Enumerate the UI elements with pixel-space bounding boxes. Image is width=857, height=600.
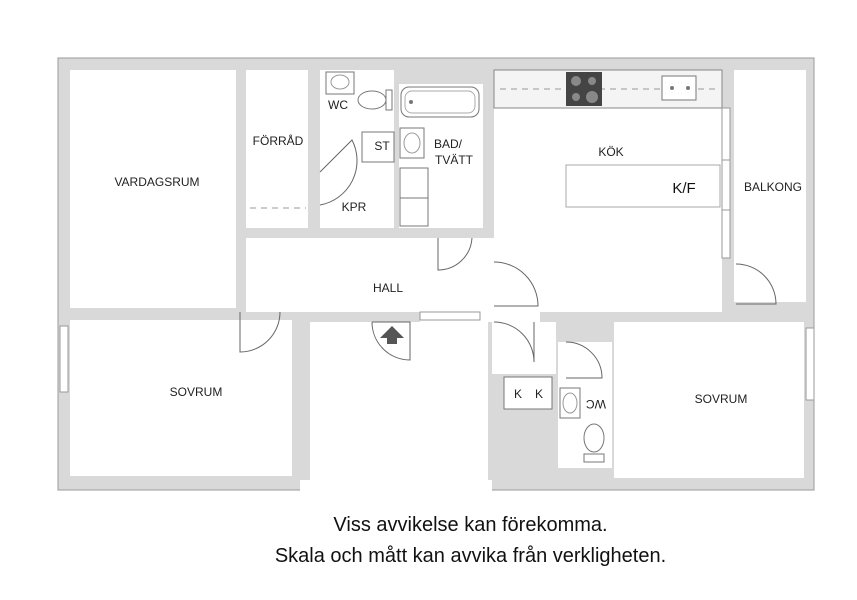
label-bad-2: TVÄTT: [435, 153, 474, 167]
bathtub-inner: [404, 90, 476, 114]
bath-tap: [409, 100, 413, 104]
door-wc-right: [565, 341, 603, 379]
label-hall: HALL: [373, 281, 403, 295]
label-wc-top: WC: [328, 98, 348, 112]
st-cabinet: [361, 131, 395, 163]
room-forrad: [246, 70, 308, 228]
label-balkong: BALKONG: [744, 180, 802, 194]
sink-drain: [670, 86, 674, 90]
wc-right-toilet-icon: [583, 423, 605, 453]
label-k1: K: [514, 387, 522, 401]
door-bad: [437, 237, 473, 271]
label-forrad: FÖRRÅD: [253, 133, 304, 148]
window-hall: [419, 311, 481, 321]
toilet-tank-icon: [385, 89, 393, 111]
label-wc-right: WC: [586, 397, 606, 411]
wardrobe: [503, 376, 553, 410]
label-vardagsrum: VARDAGSRUM: [114, 175, 199, 189]
door-kpr: [319, 139, 358, 206]
floor-plan: VARDAGSRUM FÖRRÅD WC ST BAD/ TVÄTT KPR K…: [57, 57, 815, 494]
room-entry-lower: [492, 322, 556, 374]
stove-burner: [588, 77, 596, 85]
door-kok: [493, 261, 539, 307]
stove-burner: [586, 91, 598, 103]
window-right: [805, 327, 815, 401]
door-balkong: [735, 263, 777, 305]
exterior-notch-bottom: [300, 480, 492, 494]
kitchen-island: [565, 164, 721, 208]
room-hall: [246, 238, 722, 312]
sink-drain: [686, 86, 690, 90]
label-kok: KÖK: [598, 145, 623, 159]
wc-right-basin: [562, 392, 578, 414]
exterior-notch: [310, 322, 488, 490]
disclaimer-line-1: Viss avvikelse kan förekomma.: [333, 514, 608, 536]
label-kpr: KPR: [342, 200, 367, 214]
washer-icon: [399, 167, 429, 199]
label-bad-1: BAD/: [434, 137, 463, 151]
room-vardagsrum: [70, 70, 236, 308]
disclaimer-line-2: Skala och mått kan avvika från verklighe…: [274, 545, 667, 567]
toilet-icon: [357, 90, 387, 110]
label-sovrum-left: SOVRUM: [170, 385, 223, 399]
label-k2: K: [535, 387, 543, 401]
kitchen-sink-icon: [661, 75, 697, 101]
label-sovrum-right: SOVRUM: [695, 392, 748, 406]
door-entrance: [371, 321, 411, 361]
door-sovrum-left: [239, 311, 281, 353]
room-sovrum-left: [70, 320, 292, 476]
stove-burner: [571, 76, 581, 86]
door-sovrum-right: [493, 321, 535, 363]
stove-icon: [566, 72, 602, 106]
wc-right-tank: [583, 453, 605, 463]
stove-burner: [572, 93, 580, 101]
room-balkong: [734, 70, 806, 302]
label-st: ST: [374, 139, 390, 153]
dryer-icon: [399, 197, 429, 227]
window-left: [59, 325, 69, 393]
balcony-window: [721, 107, 731, 259]
bath-sink-basin: [403, 132, 421, 154]
label-kf: K/F: [672, 180, 695, 197]
wc-sink-basin: [330, 74, 350, 90]
entrance-arrow-icon: [380, 326, 404, 344]
room-sovrum-right: [614, 322, 804, 478]
